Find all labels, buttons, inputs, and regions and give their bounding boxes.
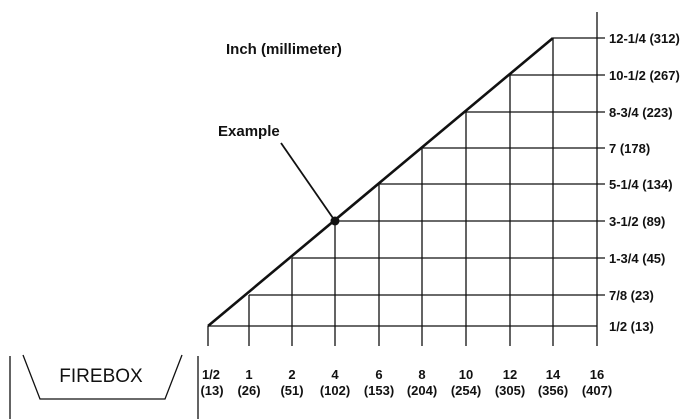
y-tick-label: 5-1/4 (134): [609, 177, 673, 192]
example-pointer-line: [280, 142, 336, 222]
x-tick-labels: 1/2 (13) 1 (26) 2 (51) 4 (102) 6 (153) 8…: [200, 367, 612, 398]
y-tick-label: 7/8 (23): [609, 288, 654, 303]
x-tick-inch: 16: [590, 367, 604, 382]
x-tick-mm: (153): [364, 383, 394, 398]
y-tick-label: 8-3/4 (223): [609, 105, 673, 120]
x-tick-mm: (51): [280, 383, 303, 398]
firebox-label: FIREBOX: [59, 366, 143, 387]
sizing-diagonal: [207, 37, 554, 327]
x-tick-mm: (254): [451, 383, 481, 398]
firebox-outline: [9, 354, 199, 419]
x-tick-inch: 10: [459, 367, 473, 382]
example-point: [330, 216, 340, 226]
x-tick-mm: (356): [538, 383, 568, 398]
y-tick-label: 7 (178): [609, 141, 650, 156]
x-tick-mm: (26): [237, 383, 260, 398]
y-tick-label: 10-1/2 (267): [609, 68, 680, 83]
x-tick-mm: (13): [200, 383, 223, 398]
y-tick-label: 12-1/4 (312): [609, 31, 680, 46]
x-tick-inch: 14: [546, 367, 561, 382]
x-tick-inch: 2: [288, 367, 295, 382]
x-tick-inch: 4: [331, 367, 339, 382]
x-tick-inch: 1: [245, 367, 252, 382]
x-tick-mm: (305): [495, 383, 525, 398]
x-tick-inch: 8: [418, 367, 425, 382]
example-label: Example: [218, 123, 280, 140]
chart-title: Inch (millimeter): [226, 41, 342, 58]
y-tick-label: 1-3/4 (45): [609, 251, 665, 266]
x-tick-inch: 1/2: [202, 367, 220, 382]
x-tick-inch: 12: [503, 367, 517, 382]
x-tick-mm: (407): [582, 383, 612, 398]
y-tick-label: 1/2 (13): [609, 319, 654, 334]
firebox-hopper: [22, 354, 183, 400]
x-tick-inch: 6: [375, 367, 382, 382]
x-tick-mm: (204): [407, 383, 437, 398]
grid: [207, 12, 605, 346]
y-tick-label: 3-1/2 (89): [609, 214, 665, 229]
x-tick-mm: (102): [320, 383, 350, 398]
